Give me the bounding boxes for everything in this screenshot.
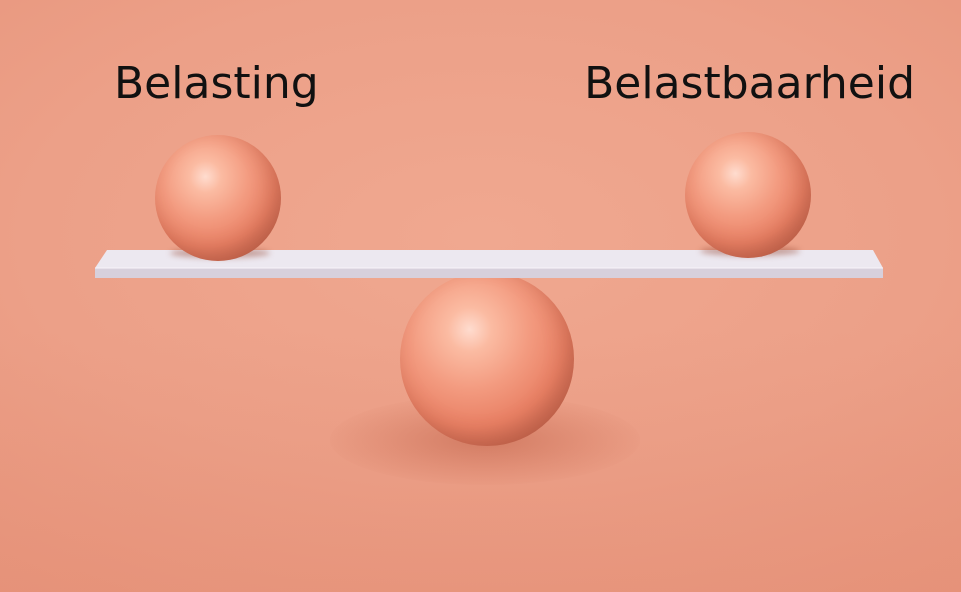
label-belasting: Belasting [114,58,319,109]
right-ball [685,132,811,258]
left-ball [155,135,281,261]
label-belastbaarheid: Belastbaarheid [584,58,915,109]
seesaw-plank [95,248,885,278]
fulcrum-ball [400,272,574,446]
